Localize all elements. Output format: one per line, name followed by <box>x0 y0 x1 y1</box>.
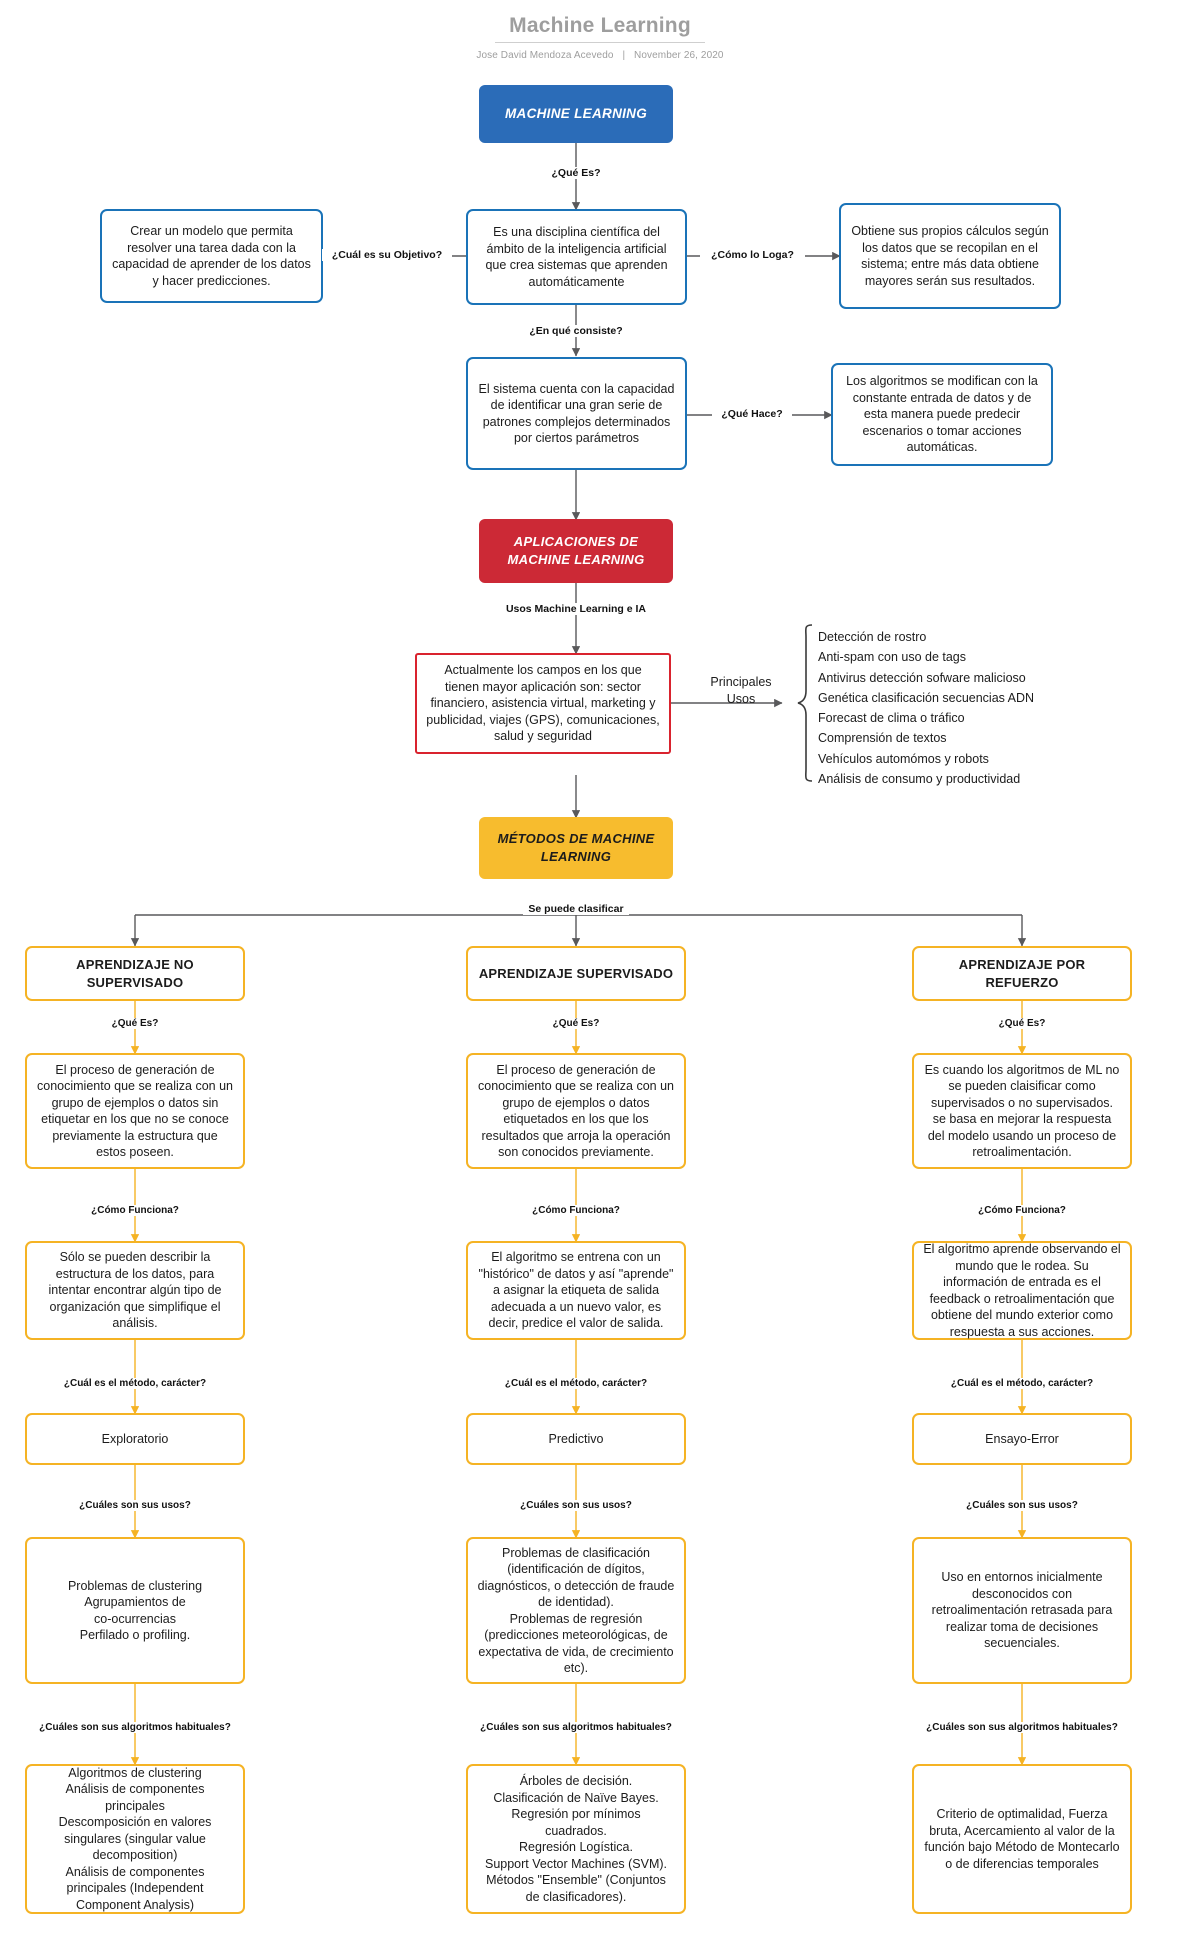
node-column-header-supervised[interactable]: APRENDIZAJE SUPERVISADO <box>466 946 686 1001</box>
document-header: Machine Learning Jose David Mendoza Acev… <box>0 14 1200 61</box>
node-what-is-unsupervised[interactable]: El proceso de generación de conocimiento… <box>25 1053 245 1169</box>
node-applications-body[interactable]: Actualmente los campos en los que tienen… <box>415 653 671 754</box>
node-algorithms-unsupervised[interactable]: Algoritmos de clustering Análisis de com… <box>25 1764 245 1914</box>
edge-label-en-que-consiste: ¿En qué consiste? <box>512 325 640 337</box>
node-method-supervised[interactable]: Predictivo <box>466 1413 686 1465</box>
edge-label-como-funciona-col3: ¿Cómo Funciona? <box>969 1205 1075 1216</box>
curly-brace-icon <box>797 624 813 782</box>
node-how-works-unsupervised[interactable]: Sólo se pueden describir la estructura d… <box>25 1241 245 1340</box>
principal-uses-label: Principales Usos <box>710 675 772 706</box>
node-method-reinforcement[interactable]: Ensayo-Error <box>912 1413 1132 1465</box>
node-how-achieves[interactable]: Obtiene sus propios cálculos según los d… <box>839 203 1061 309</box>
node-applications-header[interactable]: APLICACIONES DE MACHINE LEARNING <box>479 519 673 583</box>
node-uses-reinforcement[interactable]: Uso en entornos inicialmente desconocido… <box>912 1537 1132 1684</box>
principal-uses-list: Detección de rostro Anti-spam con uso de… <box>818 627 1034 789</box>
edge-label-cuales-usos-col3: ¿Cuáles son sus usos? <box>949 1500 1095 1511</box>
edge-label-que-es-col2: ¿Qué Es? <box>537 1018 615 1029</box>
list-item: Genética clasificación secuencias ADN <box>818 690 1035 705</box>
node-machine-learning-root[interactable]: MACHINE LEARNING <box>479 85 673 143</box>
list-item: Vehículos automómos y robots <box>818 751 989 766</box>
node-what-is-supervised[interactable]: El proceso de generación de conocimiento… <box>466 1053 686 1169</box>
node-how-works-supervised[interactable]: El algoritmo se entrena con un "históric… <box>466 1241 686 1340</box>
edge-label-como-funciona-col2: ¿Cómo Funciona? <box>523 1205 629 1216</box>
node-consists[interactable]: El sistema cuenta con la capacidad de id… <box>466 357 687 470</box>
node-algorithms-reinforcement[interactable]: Criterio de optimalidad, Fuerza bruta, A… <box>912 1764 1132 1914</box>
list-item: Análisis de consumo y productividad <box>818 771 1021 786</box>
edge-label-cual-metodo-col1: ¿Cuál es el método, carácter? <box>51 1378 219 1389</box>
author-name: Jose David Mendoza Acevedo <box>476 50 614 61</box>
node-what-is-reinforcement[interactable]: Es cuando los algoritmos de ML no se pue… <box>912 1053 1132 1169</box>
page-title: Machine Learning <box>495 14 705 43</box>
node-how-works-reinforcement[interactable]: El algoritmo aprende observando el mundo… <box>912 1241 1132 1340</box>
node-algorithms-supervised[interactable]: Árboles de decisión. Clasificación de Na… <box>466 1764 686 1914</box>
edge-label-cuales-algoritmos-col3: ¿Cuáles son sus algoritmos habituales? <box>905 1722 1139 1733</box>
list-item: Antivirus detección sofware malicioso <box>818 670 1026 685</box>
node-uses-supervised[interactable]: Problemas de clasificación (identificaci… <box>466 1537 686 1684</box>
document-byline: Jose David Mendoza Acevedo | November 26… <box>0 50 1200 61</box>
edge-label-que-es-col3: ¿Qué Es? <box>983 1018 1061 1029</box>
edge-label-que-es-root: ¿Qué Es? <box>537 167 615 179</box>
edge-label-cuales-algoritmos-col2: ¿Cuáles son sus algoritmos habituales? <box>459 1722 693 1733</box>
byline-separator: | <box>622 50 626 61</box>
node-column-header-unsupervised[interactable]: APRENDIZAJE NO SUPERVISADO <box>25 946 245 1001</box>
node-objective[interactable]: Crear un modelo que permita resolver una… <box>100 209 323 303</box>
node-method-unsupervised[interactable]: Exploratorio <box>25 1413 245 1465</box>
list-item: Detección de rostro <box>818 630 927 644</box>
edge-label-que-es-col1: ¿Qué Es? <box>96 1018 174 1029</box>
list-item: Anti-spam con uso de tags <box>818 650 966 665</box>
node-methods-header[interactable]: MÉTODOS DE MACHINE LEARNING <box>479 817 673 879</box>
edge-label-cual-objetivo: ¿Cuál es su Objetivo? <box>322 249 452 261</box>
edge-label-cuales-algoritmos-col1: ¿Cuáles son sus algoritmos habituales? <box>18 1722 252 1733</box>
document-date: November 26, 2020 <box>634 50 724 61</box>
edge-label-cuales-usos-col2: ¿Cuáles son sus usos? <box>503 1500 649 1511</box>
edge-label-cuales-usos-col1: ¿Cuáles son sus usos? <box>62 1500 208 1511</box>
edge-label-cual-metodo-col2: ¿Cuál es el método, carácter? <box>492 1378 660 1389</box>
node-what-does[interactable]: Los algoritmos se modifican con la const… <box>831 363 1053 466</box>
node-column-header-reinforcement[interactable]: APRENDIZAJE POR REFUERZO <box>912 946 1132 1001</box>
edge-label-como-lo-loga: ¿Cómo lo Loga? <box>700 249 805 261</box>
list-item: Comprensión de textos <box>818 731 947 746</box>
edge-label-cual-metodo-col3: ¿Cuál es el método, carácter? <box>938 1378 1106 1389</box>
list-item: Forecast de clima o tráfico <box>818 711 965 725</box>
node-definition[interactable]: Es una disciplina científica del ámbito … <box>466 209 687 305</box>
edge-label-que-hace: ¿Qué Hace? <box>712 408 792 420</box>
node-uses-unsupervised[interactable]: Problemas de clustering Agrupamientos de… <box>25 1537 245 1684</box>
edge-label-usos-ml-ia: Usos Machine Learning e IA <box>489 603 663 615</box>
edge-label-como-funciona-col1: ¿Cómo Funciona? <box>82 1205 188 1216</box>
edge-label-se-puede-clasificar: Se puede clasificar <box>523 903 629 915</box>
